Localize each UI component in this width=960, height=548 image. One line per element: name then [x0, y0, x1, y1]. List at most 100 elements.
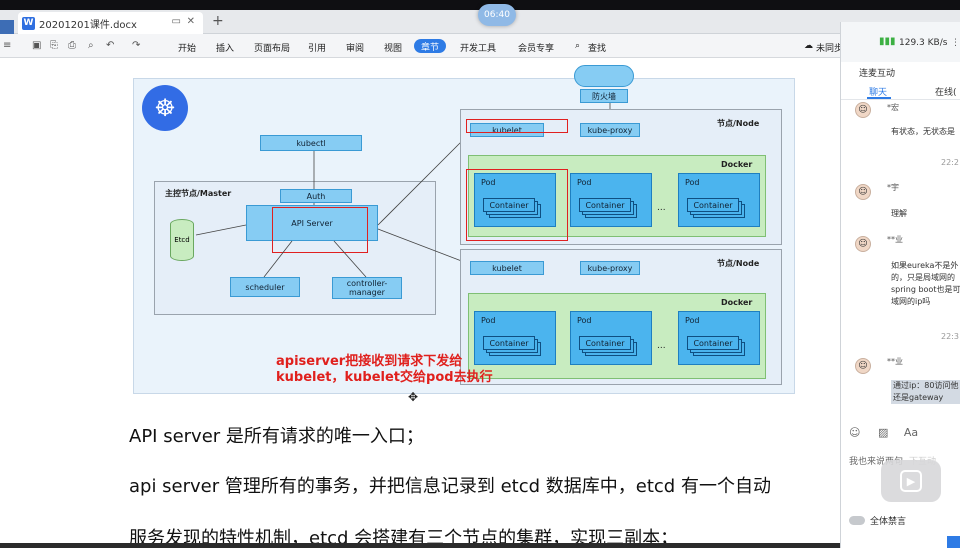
annotation-line-1: apiserver把接收到请求下发给 — [276, 354, 463, 369]
container-label: Container — [579, 336, 631, 350]
tab-online[interactable]: 在线( — [935, 88, 957, 98]
pod-highlight — [466, 169, 568, 241]
menu-item-view[interactable]: 视图 — [384, 44, 403, 54]
menu-item-insert[interactable]: 插入 — [216, 44, 235, 54]
menu-item-devtools[interactable]: 开发工具 — [460, 44, 497, 54]
signal-icon: ▮▮▮ — [879, 36, 896, 47]
play-icon: ▶ — [900, 470, 922, 492]
chat-input-placeholder: 我也来说两句 — [849, 457, 904, 467]
kube-proxy-box-2: kube-proxy — [580, 261, 640, 275]
mute-all-label: 全体禁言 — [870, 517, 907, 527]
move-cursor-icon: ✥ — [408, 390, 419, 404]
active-tab-underline — [867, 97, 891, 99]
status-bar — [0, 543, 840, 548]
cloud-icon — [574, 65, 634, 87]
container-label: Container — [687, 336, 739, 350]
scheduler-box: scheduler — [230, 277, 300, 297]
menu-item-find[interactable]: 查找 — [588, 44, 607, 54]
etcd-cylinder: Etcd — [170, 219, 194, 261]
image-icon[interactable]: ▨ — [877, 426, 889, 439]
message-time: 22:3 — [941, 332, 959, 341]
paragraph-1: API server 是所有请求的唯一入口； — [129, 426, 424, 447]
kubelet-box-1: kubelet — [470, 123, 544, 137]
tab-chat[interactable]: 聊天 — [869, 88, 888, 98]
pod-1-2: Pod Container — [570, 173, 652, 227]
annotation-note: apiserver把接收到请求下发给 kubelet，kubelet交给pod去… — [276, 354, 493, 386]
emoji-icon[interactable]: ☺ — [849, 426, 861, 439]
ellipsis-2: ... — [657, 341, 666, 351]
api-server-highlight — [272, 207, 368, 253]
api-server-box: API Server — [246, 205, 378, 241]
menu-item-review[interactable]: 审阅 — [346, 44, 365, 54]
node-label-1: 节点/Node — [717, 119, 760, 128]
container-label: Container — [483, 198, 535, 212]
toggle-switch[interactable] — [849, 516, 865, 525]
pod-1-3: Pod Container — [678, 173, 760, 227]
menu-bar: ≡ ▣ ⎘ ⎙ ⌕ ↶ ↷ 开始 插入 页面布局 引用 审阅 视图 章节 开发工… — [0, 34, 960, 58]
menu-item-reference[interactable]: 引用 — [308, 44, 327, 54]
document-page[interactable]: ☸ 防火墙 kubectl 主控节点/Master Auth API Serve… — [0, 58, 840, 548]
font-size-icon[interactable]: Aa — [903, 426, 919, 439]
menu-item-layout[interactable]: 页面布局 — [254, 44, 291, 54]
node-label-2: 节点/Node — [717, 259, 760, 268]
pod-label: Pod — [481, 316, 496, 325]
firewall-box: 防火墙 — [580, 89, 628, 103]
cloud-icon[interactable]: ☁ — [804, 41, 813, 51]
docker-label-2: Docker — [721, 298, 753, 307]
container-label: Container — [579, 198, 631, 212]
pod-label: Pod — [577, 178, 592, 187]
kube-proxy-box-1: kube-proxy — [580, 123, 640, 137]
print-icon[interactable]: ⎙ — [68, 40, 76, 51]
pod-label: Pod — [685, 178, 700, 187]
ellipsis-1: ... — [657, 203, 666, 213]
redo-icon[interactable]: ↷ — [132, 40, 141, 51]
preview-icon[interactable]: ⌕ — [88, 40, 94, 51]
document-tab[interactable]: W 20201201课件.docx ▭ ✕ — [18, 12, 203, 34]
plus-icon[interactable]: + — [212, 13, 224, 29]
save-icon[interactable]: ▣ — [32, 40, 42, 51]
more-icon[interactable]: ⋮ — [951, 38, 960, 48]
kubectl-box: kubectl — [260, 135, 362, 151]
mute-all-toggle[interactable]: 全体禁言 — [849, 514, 906, 527]
play-button[interactable]: ▶ — [881, 460, 941, 502]
live-chat-panel: ▮▮▮ 129.3 KB/s ⋮ 连麦互动 聊天 在线( ☺ *宏 有状态，无状… — [840, 22, 960, 548]
message-time: 22:2 — [941, 158, 959, 167]
document-icon: W — [22, 16, 35, 30]
monitor-icon[interactable]: ▭ — [171, 16, 181, 27]
kubelet-highlight — [466, 119, 568, 133]
avatar: ☺ — [855, 236, 871, 252]
menu-item-start[interactable]: 开始 — [178, 44, 197, 54]
corner-badge[interactable] — [947, 536, 960, 548]
menu-icon[interactable]: ≡ — [3, 40, 12, 51]
time-indicator: 06:40 — [478, 4, 516, 26]
chat-header: ▮▮▮ 129.3 KB/s ⋮ — [841, 22, 960, 62]
menu-item-chapter[interactable]: 章节 — [414, 39, 446, 53]
etcd-label: Etcd — [174, 236, 190, 244]
message-text: 通过ip：80访问他 还是gateway — [891, 380, 960, 404]
export-icon[interactable]: ⎘ — [50, 40, 58, 51]
document-tab-title: 20201201课件.docx — [39, 19, 137, 31]
menu-item-member[interactable]: 会员专享 — [518, 44, 555, 54]
master-label: 主控节点/Master — [165, 189, 232, 198]
undo-icon[interactable]: ↶ — [106, 40, 115, 51]
pod-1-1: Pod Container — [474, 173, 556, 227]
container-label: Container — [687, 198, 739, 212]
message-text: 理解 — [891, 209, 907, 218]
top-status-strip — [0, 0, 960, 10]
close-tab-icon[interactable]: ✕ — [186, 16, 195, 27]
sync-status[interactable]: 未同步 — [816, 44, 844, 54]
pod-2-2: Pod Container — [570, 311, 652, 365]
chat-tabs: 聊天 在线( — [841, 82, 960, 100]
message-user: *宇 — [887, 183, 899, 192]
kubernetes-logo: ☸ — [142, 85, 188, 131]
paragraph-2: api server 管理所有的事务，并把信息记录到 etcd 数据库中，etc… — [129, 476, 771, 497]
message-user: **业 — [887, 235, 903, 244]
container-label: Container — [483, 336, 535, 350]
docker-label-1: Docker — [721, 160, 753, 169]
pod-2-3: Pod Container — [678, 311, 760, 365]
chat-toolbar: ☺ ▨ Aa — [849, 426, 918, 439]
pod-2-1: Pod Container — [474, 311, 556, 365]
message-user: **业 — [887, 357, 903, 366]
controller-manager-box: controller-manager — [332, 277, 402, 299]
search-icon[interactable]: ⌕ — [575, 41, 581, 51]
